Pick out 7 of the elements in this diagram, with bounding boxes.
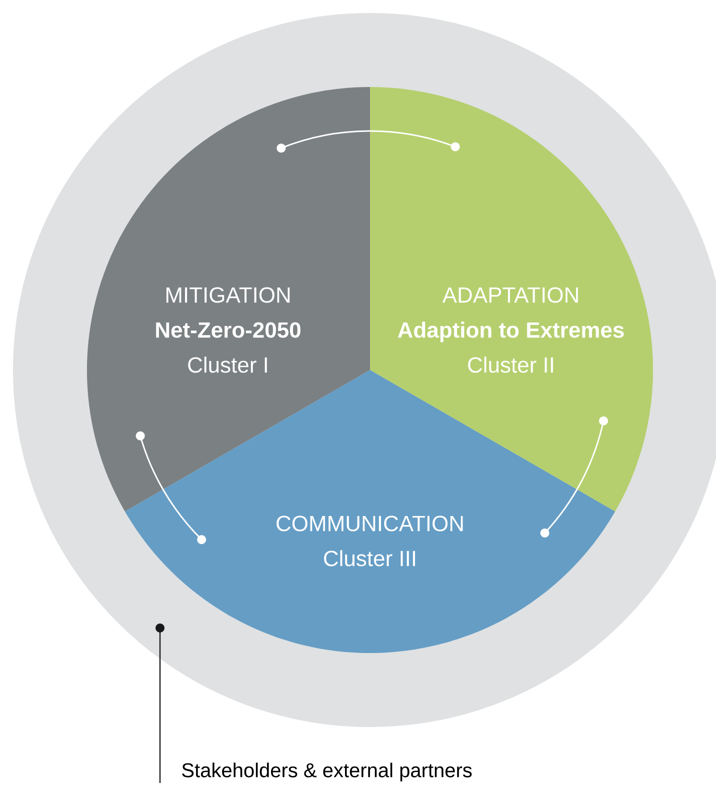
caption-text: Stakeholders & external partners — [182, 762, 472, 782]
sector: ADAPTATION Adaption to Extremes Cluster II — [370, 87, 653, 512]
sector: MITIGATION Net-Zero-2050 Cluster I — [86, 87, 370, 512]
connector-arc — [136, 431, 206, 544]
connector-arc — [540, 416, 608, 538]
connector-arc — [276, 130, 460, 153]
leader-line — [156, 624, 164, 783]
